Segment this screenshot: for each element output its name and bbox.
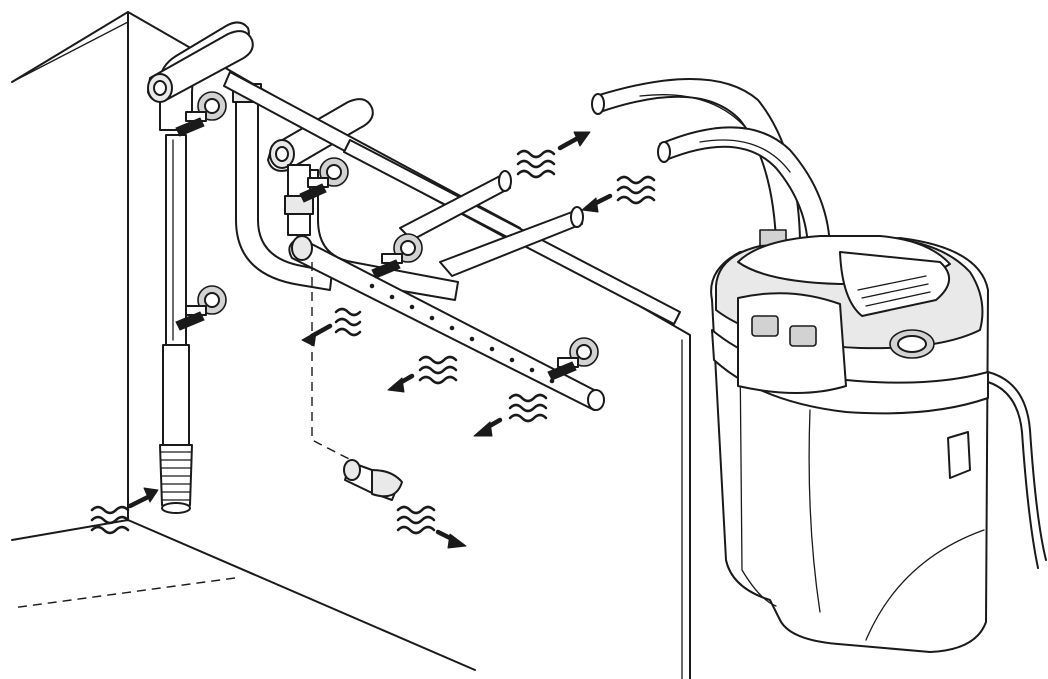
water-flow-arrow	[90, 487, 159, 535]
water-flow-arrow	[516, 131, 591, 179]
intake-strainer	[159, 444, 193, 514]
water-flow-arrow	[301, 307, 362, 347]
spray-bar	[288, 235, 605, 411]
suction-cup-clamps	[175, 91, 599, 381]
intake-pipe	[147, 21, 254, 446]
nozzle	[343, 459, 403, 501]
water-flow-arrow	[396, 505, 467, 549]
canister-filter	[710, 235, 989, 653]
water-flow-arrow	[581, 175, 656, 213]
water-flow-arrow	[473, 393, 548, 437]
power-cord	[987, 371, 1047, 569]
water-flow-arrow	[387, 355, 458, 393]
outflow-pipe	[223, 71, 681, 325]
